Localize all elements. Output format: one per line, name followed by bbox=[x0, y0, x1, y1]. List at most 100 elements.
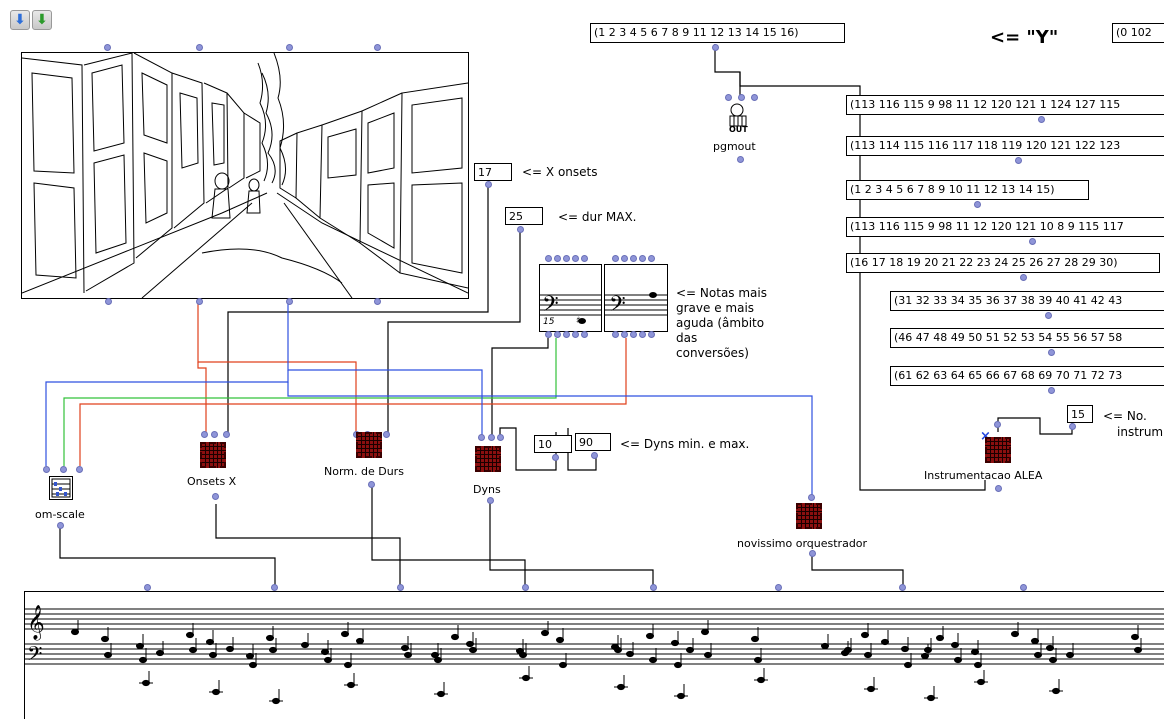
inlet[interactable] bbox=[104, 44, 111, 51]
outlet[interactable] bbox=[1020, 274, 1027, 281]
inlet[interactable] bbox=[201, 431, 208, 438]
dyns-box[interactable] bbox=[475, 446, 501, 472]
channel-list[interactable]: (1 2 3 4 5 6 7 8 9 11 12 13 14 15 16) bbox=[590, 23, 845, 43]
inlet[interactable] bbox=[271, 584, 278, 591]
dyn-max-number-box[interactable]: 90 bbox=[575, 433, 611, 451]
outlet[interactable] bbox=[105, 298, 112, 305]
treble-clef-icon: 𝄞 bbox=[27, 605, 45, 641]
lowest-note-staff[interactable]: 𝄢 ♯ 15 bbox=[539, 264, 602, 332]
note-head bbox=[951, 641, 959, 649]
outlet[interactable] bbox=[485, 181, 492, 188]
arrow-up-icon[interactable]: ⬇ bbox=[10, 10, 30, 30]
outlet[interactable] bbox=[1048, 387, 1055, 394]
outlet[interactable] bbox=[712, 44, 719, 51]
outlet[interactable] bbox=[487, 497, 494, 504]
inlet[interactable] bbox=[374, 44, 381, 51]
inlet[interactable] bbox=[994, 421, 1001, 428]
highest-note-staff[interactable]: 𝄢 bbox=[604, 264, 668, 332]
note-head bbox=[686, 646, 694, 654]
inlet[interactable] bbox=[488, 434, 495, 441]
street-drawing-picture[interactable] bbox=[21, 52, 469, 299]
inlet[interactable] bbox=[383, 431, 390, 438]
inlet[interactable] bbox=[223, 431, 230, 438]
outlet[interactable] bbox=[1015, 157, 1022, 164]
inlet[interactable] bbox=[397, 584, 404, 591]
inlet[interactable] bbox=[899, 584, 906, 591]
outlet[interactable] bbox=[995, 485, 1002, 492]
list-box-8[interactable]: (61 62 63 64 65 66 67 68 69 70 71 72 73 bbox=[890, 366, 1164, 386]
note-head bbox=[556, 636, 564, 644]
inlet[interactable] bbox=[144, 584, 151, 591]
onsets-x-box[interactable] bbox=[200, 442, 226, 468]
outlet[interactable] bbox=[737, 156, 744, 163]
note-head bbox=[864, 651, 872, 659]
note-head bbox=[701, 628, 709, 636]
outlet[interactable] bbox=[374, 298, 381, 305]
outlet[interactable] bbox=[552, 454, 559, 461]
outlet[interactable] bbox=[57, 522, 64, 529]
outlet[interactable] bbox=[974, 201, 981, 208]
inlet[interactable] bbox=[43, 466, 50, 473]
om-scale-box[interactable] bbox=[49, 476, 73, 500]
inlet[interactable] bbox=[286, 44, 293, 51]
outlet[interactable] bbox=[517, 226, 524, 233]
note-head bbox=[936, 634, 944, 642]
inlet[interactable] bbox=[196, 44, 203, 51]
instrumentacao-alea-box[interactable] bbox=[985, 437, 1011, 463]
outlet[interactable] bbox=[809, 550, 816, 557]
inlet[interactable] bbox=[808, 494, 815, 501]
note-head bbox=[431, 651, 439, 659]
inlet[interactable] bbox=[650, 584, 657, 591]
street-sketch-image bbox=[22, 53, 468, 298]
lock-x-icon[interactable]: × bbox=[980, 430, 991, 443]
outlet[interactable] bbox=[1045, 312, 1052, 319]
inlet[interactable] bbox=[725, 94, 732, 101]
list-box-6[interactable]: (31 32 33 34 35 36 37 38 39 40 41 42 43 bbox=[890, 291, 1164, 311]
inlet[interactable] bbox=[751, 94, 758, 101]
list-box-5[interactable]: (16 17 18 19 20 21 22 23 24 25 26 27 28 … bbox=[846, 253, 1160, 273]
inlet[interactable] bbox=[60, 466, 67, 473]
note-head bbox=[101, 635, 109, 643]
outlet[interactable] bbox=[1038, 116, 1045, 123]
y-label: <= "Y" bbox=[990, 27, 1059, 48]
instruments-number-box[interactable]: 15 bbox=[1067, 405, 1093, 423]
novissimo-orquestrador-box[interactable] bbox=[796, 503, 822, 529]
outlet[interactable] bbox=[212, 493, 219, 500]
note-head bbox=[139, 656, 147, 664]
outlet[interactable] bbox=[196, 298, 203, 305]
dyn-min-number-box[interactable]: 10 bbox=[534, 435, 572, 453]
inlet[interactable] bbox=[775, 584, 782, 591]
pgmout-box[interactable]: OUT bbox=[727, 102, 753, 136]
arrow-down-icon[interactable]: ⬇ bbox=[32, 10, 52, 30]
note-head bbox=[671, 639, 679, 647]
inlet[interactable] bbox=[522, 584, 529, 591]
note-head bbox=[249, 661, 257, 669]
outlet[interactable] bbox=[368, 481, 375, 488]
note-head bbox=[404, 651, 412, 659]
y-list[interactable]: (0 102 bbox=[1112, 23, 1164, 43]
outlet[interactable] bbox=[1069, 423, 1076, 430]
dur-max-number-box[interactable]: 25 bbox=[505, 207, 543, 225]
list-box-4[interactable]: (113 116 115 9 98 11 12 120 121 10 8 9 1… bbox=[846, 217, 1164, 237]
inlet-row bbox=[545, 255, 597, 263]
outlet[interactable] bbox=[1029, 238, 1036, 245]
list-box-1[interactable]: (113 116 115 9 98 11 12 120 121 1 124 12… bbox=[846, 95, 1164, 115]
outlet[interactable] bbox=[286, 298, 293, 305]
score-editor[interactable]: 𝄞 𝄢 bbox=[24, 591, 1164, 719]
inlet[interactable] bbox=[478, 434, 485, 441]
instrumentacao-label: Instrumentacao ALEA bbox=[924, 469, 1043, 482]
list-box-3[interactable]: (1 2 3 4 5 6 7 8 9 10 11 12 13 14 15) bbox=[846, 180, 1089, 200]
note-head bbox=[881, 638, 889, 646]
note-head bbox=[356, 637, 364, 645]
x-onsets-number-box[interactable]: 17 bbox=[474, 163, 512, 181]
list-box-2[interactable]: (113 114 115 116 117 118 119 120 121 122… bbox=[846, 136, 1164, 156]
inlet[interactable] bbox=[1020, 584, 1027, 591]
inlet[interactable] bbox=[738, 94, 745, 101]
inlet[interactable] bbox=[211, 431, 218, 438]
outlet[interactable] bbox=[591, 452, 598, 459]
outlet[interactable] bbox=[1048, 349, 1055, 356]
inlet[interactable] bbox=[497, 434, 504, 441]
inlet[interactable] bbox=[76, 466, 83, 473]
list-box-7[interactable]: (46 47 48 49 50 51 52 53 54 55 56 57 58 bbox=[890, 328, 1164, 348]
norm-de-durs-box[interactable] bbox=[356, 432, 382, 458]
